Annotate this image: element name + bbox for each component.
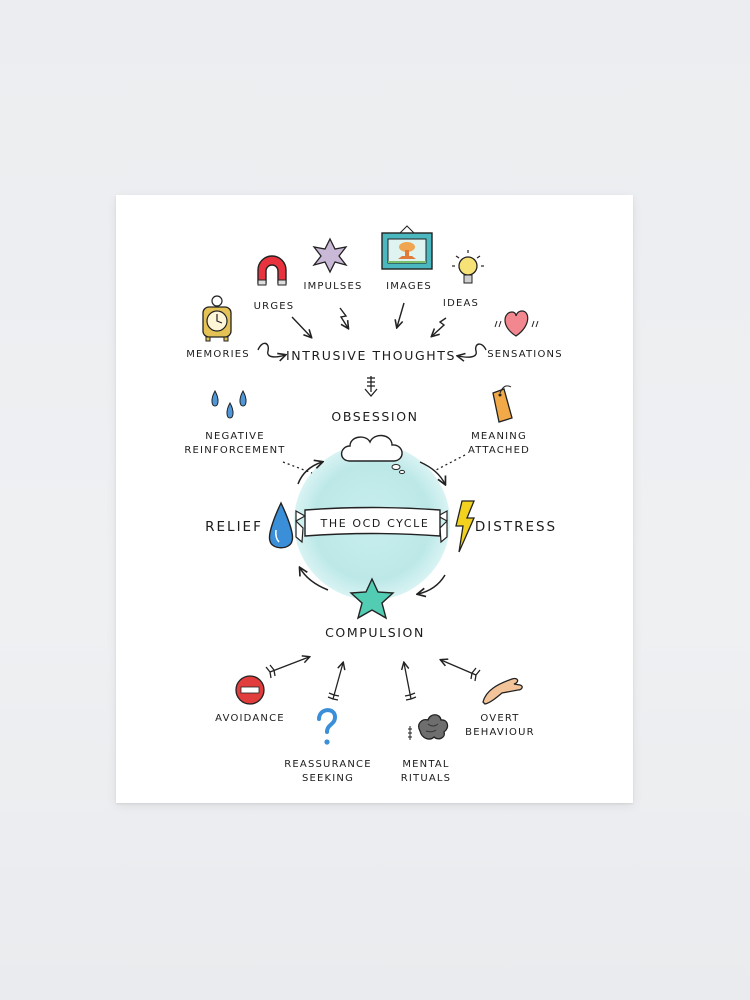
thought-cloud-icon: [340, 434, 405, 475]
arrow-images: [397, 302, 405, 327]
label-relief: RELIEF: [205, 519, 263, 535]
title-banner: [295, 506, 448, 544]
framed-picture-icon: [381, 225, 433, 270]
price-tag-icon: [492, 385, 513, 423]
brain-icon: [408, 714, 449, 740]
arrow-avoidance: [269, 657, 309, 673]
label-distress: DISTRESS: [474, 519, 558, 535]
label-impulses: IMPULSES: [303, 281, 363, 292]
dotted-negative-reinforcement: [282, 461, 313, 474]
question-mark-icon: [317, 708, 338, 745]
magnet-icon: [257, 255, 287, 286]
water-drop-icon: [268, 501, 294, 549]
label-intrusive-thoughts: INTRUSIVE THOUGHTS: [285, 348, 457, 363]
label-reassurance-seeking: REASSURANCE SEEKING: [284, 759, 372, 784]
raindrops-icon: [211, 389, 247, 419]
star-icon: [312, 237, 348, 274]
lightning-bolt-icon: [455, 500, 475, 553]
label-obsession: OBSESSION: [331, 409, 419, 424]
arrow-distress-to-compulsion: [418, 574, 446, 594]
label-avoidance: AVOIDANCE: [215, 713, 285, 724]
light-bulb-icon: [452, 250, 484, 284]
arrow-obsession-to-distress: [419, 461, 445, 484]
arrow-urges: [291, 316, 311, 337]
arrow-ideas: [432, 317, 447, 336]
hand-icon: [482, 677, 523, 705]
down-arrow-to-obsession: [364, 376, 378, 397]
arrow-mental-rituals: [404, 663, 412, 700]
label-negative-reinforcement: NEGATIVE REINFORCEMENT: [184, 431, 286, 456]
arrow-compulsion-to-relief: [300, 568, 329, 591]
arrow-impulses: [339, 307, 348, 328]
title-the-ocd-cycle: THE OCD CYCLE: [320, 517, 430, 530]
arrow-overt-behaviour: [441, 660, 477, 676]
label-ideas: IDEAS: [442, 298, 480, 309]
label-compulsion: COMPULSION: [325, 625, 425, 640]
label-urges: URGES: [253, 301, 295, 312]
dotted-meaning-attached: [435, 454, 466, 471]
label-mental-rituals: MENTAL RITUALS: [400, 759, 452, 784]
clock-icon: [202, 295, 232, 342]
label-images: IMAGES: [386, 281, 432, 292]
label-overt-behaviour: OVERT BEHAVIOUR: [465, 713, 535, 738]
label-sensations: SENSATIONS: [487, 349, 563, 360]
label-memories: MEMORIES: [186, 349, 250, 360]
arrow-memories: [257, 342, 285, 357]
no-entry-icon: [235, 675, 265, 705]
compulsion-star-icon: [349, 577, 395, 620]
arrow-reassurance: [332, 663, 343, 700]
label-meaning-attached: MEANING ATTACHED: [467, 431, 531, 456]
heart-icon: [494, 310, 539, 337]
arrow-sensations: [458, 343, 487, 357]
